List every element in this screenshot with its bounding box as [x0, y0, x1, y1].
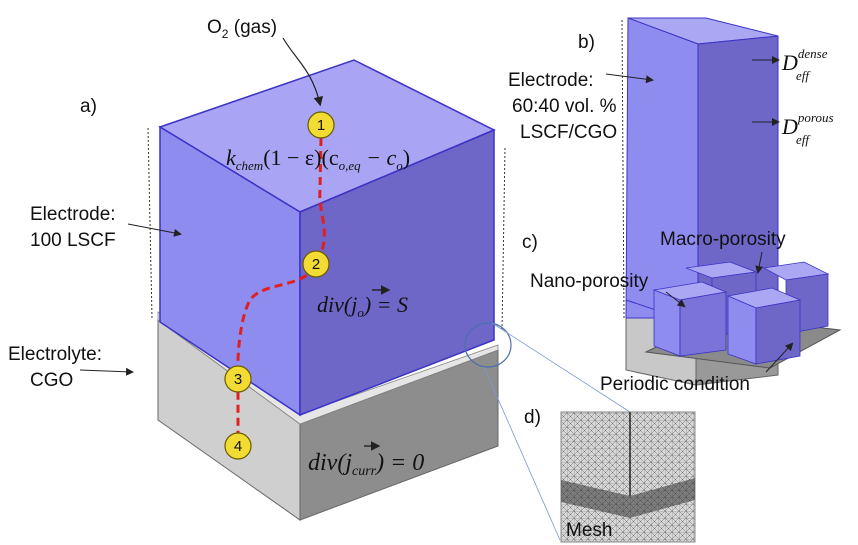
panel-c-label: c) [522, 232, 538, 253]
electrode-a-label: Electrode: 100 LSCF [30, 204, 121, 251]
step-marker-1: 1 [307, 111, 335, 139]
step-marker-3: 3 [224, 365, 252, 393]
electrode-transport-equation: div(jo) = S [317, 292, 408, 320]
nano-pointer [665, 291, 686, 308]
periodic-condition-label: Periodic condition [600, 374, 750, 395]
panel-c: c) Macro-porosity Nano-porosity Periodic… [522, 229, 842, 395]
diffusion-path [236, 137, 326, 440]
step-1-label: 1 [317, 117, 325, 134]
step-marker-4: 4 [224, 432, 252, 460]
step-4-label: 4 [234, 438, 242, 455]
macro-porosity-label: Macro-porosity [660, 229, 786, 250]
guide-line-left [147, 127, 153, 319]
step-2-label: 2 [312, 256, 320, 273]
c-block-front-left-side [679, 291, 727, 357]
panel-d-label: d) [524, 407, 541, 428]
panel-b-label: b) [578, 32, 595, 53]
o2-gas-label: O2 (gas) [207, 17, 277, 41]
electrode-side-face [299, 128, 495, 417]
zoom-line-top [491, 322, 631, 413]
macro-pointer [755, 251, 764, 274]
nano-porosity-label: Nano-porosity [530, 271, 649, 292]
mesh-image [560, 411, 696, 543]
periodic-pointer [765, 342, 794, 373]
electrode-b-label: Electrode: 60:40 vol. % LSCF/CGO [508, 70, 622, 143]
electrolyte-pointer [79, 367, 134, 376]
step-3-label: 3 [234, 371, 242, 388]
panel-b: b) Electrode: 60:40 vol. % LSCF/CGO Dden… [508, 17, 834, 386]
electrolyte-top-face [157, 311, 499, 425]
zoom-circle [464, 322, 512, 368]
electrode-b-pointer [605, 73, 654, 84]
mesh-label: Mesh [566, 520, 612, 541]
panel-a: 1 2 3 4 kchem(1 − ε)(co,eq − co) div(jo)… [8, 17, 631, 541]
guide-line-right [501, 147, 506, 331]
c-block-front-right-front [727, 295, 757, 365]
step-marker-2: 2 [302, 250, 330, 278]
surface-exchange-equation: kchem(1 − ε)(co,eq − co) [226, 145, 410, 173]
b-guide-left [621, 19, 625, 319]
electrode-a-pointer [127, 223, 182, 237]
panel-d: d) Mesh [524, 407, 696, 543]
c-block-front-right-side [755, 299, 801, 365]
mesh-corner-shade [561, 478, 695, 518]
o2-arrow [282, 37, 324, 107]
electrolyte-transport-equation: div(jcurr) = 0 [308, 450, 424, 479]
electrolyte-label: Electrolyte: CGO [8, 344, 107, 391]
panel-a-label: a) [80, 96, 97, 117]
zoom-line-bottom [483, 366, 561, 541]
